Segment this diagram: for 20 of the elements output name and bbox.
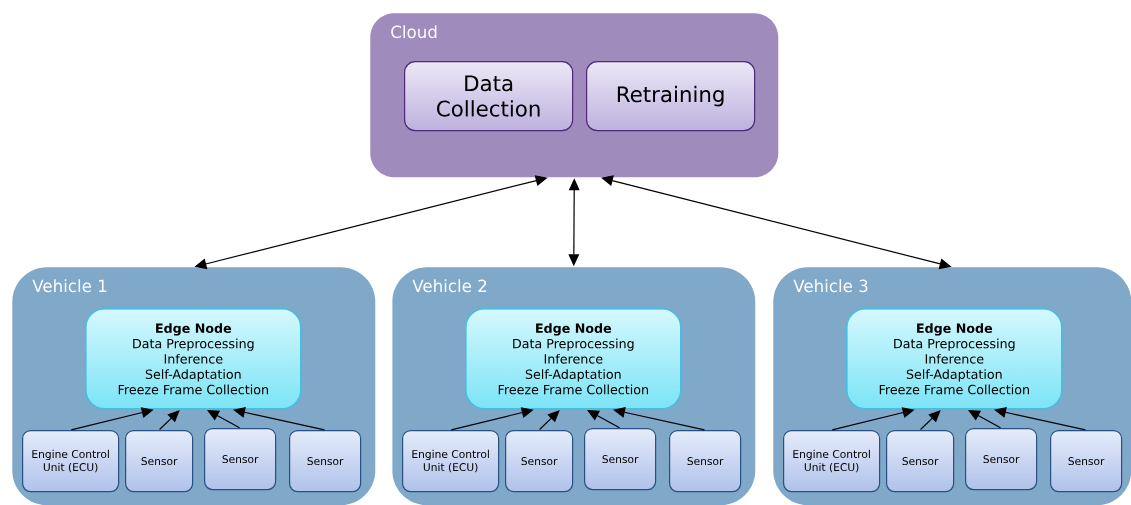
component-box: Engine Control Unit (ECU) bbox=[402, 430, 500, 493]
edge-node-box: Edge Node Data Preprocessing Inference Self-Adaptation Freeze Frame Collection bbox=[85, 308, 302, 410]
component-box: Sensor bbox=[125, 430, 194, 493]
component-box: Sensor bbox=[965, 428, 1038, 491]
component-box: Sensor bbox=[289, 430, 362, 493]
edge-node-box: Edge Node Data Preprocessing Inference Self-Adaptation Freeze Frame Collection bbox=[846, 308, 1063, 410]
component-box: Sensor bbox=[1050, 430, 1123, 493]
component-box: Engine Control Unit (ECU) bbox=[783, 430, 881, 493]
component-box: Sensor bbox=[886, 430, 955, 493]
arrow bbox=[539, 410, 560, 431]
component-box: Engine Control Unit (ECU) bbox=[22, 430, 120, 493]
component-box: Sensor bbox=[669, 430, 742, 493]
component-box: Sensor bbox=[204, 428, 277, 491]
arrow bbox=[920, 410, 941, 431]
process-box: Data Collection bbox=[404, 61, 574, 132]
component-box: Sensor bbox=[505, 430, 574, 493]
arrow bbox=[159, 410, 180, 431]
process-box: Retraining bbox=[586, 61, 756, 132]
component-box: Sensor bbox=[584, 428, 657, 491]
edge-node-box: Edge Node Data Preprocessing Inference Self-Adaptation Freeze Frame Collection bbox=[465, 308, 682, 410]
